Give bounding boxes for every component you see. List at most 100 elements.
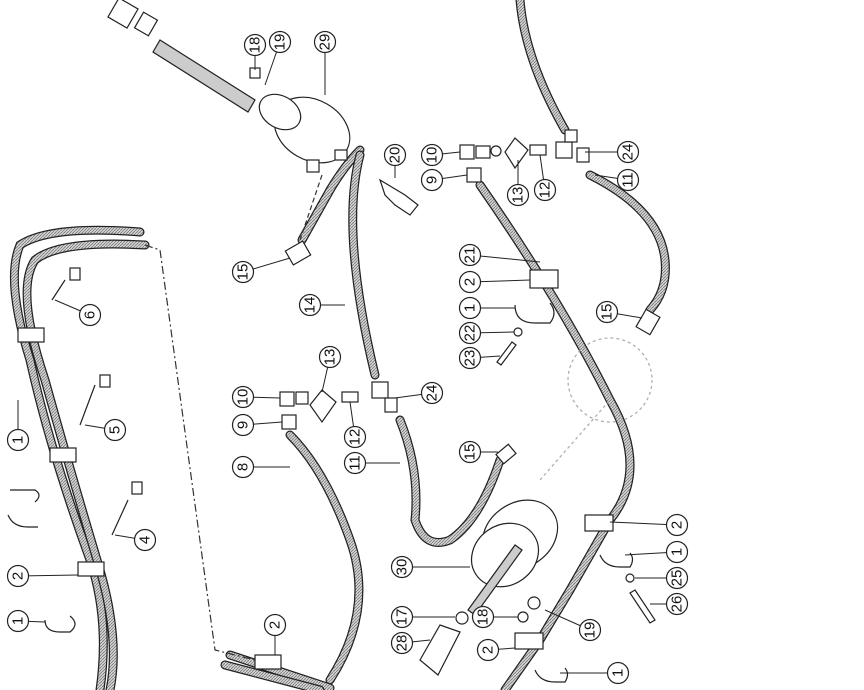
callout-number: 9 bbox=[424, 176, 441, 184]
callout-circle bbox=[665, 513, 689, 537]
callout-24: 24 bbox=[420, 381, 444, 405]
hose bbox=[23, 240, 149, 690]
callout-circle bbox=[665, 540, 689, 564]
callout-11: 11 bbox=[343, 451, 367, 475]
callout-number: 30 bbox=[394, 559, 411, 576]
callout-circle bbox=[231, 455, 255, 479]
callout-circle bbox=[390, 555, 414, 579]
actuator-30 bbox=[419, 499, 559, 676]
callout-number: 15 bbox=[462, 444, 479, 461]
callout-number: 4 bbox=[137, 536, 154, 544]
callout-circle bbox=[665, 566, 689, 590]
callout-number: 1 bbox=[669, 548, 686, 556]
callout-28: 28 bbox=[390, 631, 414, 655]
callout-circle bbox=[298, 293, 322, 317]
callout-11: 11 bbox=[616, 168, 640, 192]
callout-circle bbox=[390, 631, 414, 655]
callout-15: 15 bbox=[458, 440, 482, 464]
callout-1: 1 bbox=[6, 428, 30, 452]
callout-circle bbox=[343, 451, 367, 475]
callout-circle bbox=[263, 613, 287, 637]
callout-15: 15 bbox=[231, 260, 255, 284]
callout-circle bbox=[458, 270, 482, 294]
callout-number: 2 bbox=[267, 621, 284, 629]
callout-number: 13 bbox=[322, 349, 339, 366]
callout-number: 22 bbox=[462, 325, 479, 342]
callout-number: 18 bbox=[247, 37, 264, 54]
callout-number: 24 bbox=[424, 385, 441, 402]
callout-26: 26 bbox=[665, 592, 689, 616]
hose bbox=[286, 431, 363, 684]
leader-line bbox=[609, 521, 678, 526]
callout-18: 18 bbox=[471, 605, 495, 629]
callout-20: 20 bbox=[383, 143, 407, 167]
callout-circle bbox=[420, 168, 444, 192]
callout-25: 25 bbox=[665, 566, 689, 590]
ghost-part bbox=[567, 337, 653, 423]
callout-number: 19 bbox=[272, 34, 289, 51]
callout-circle bbox=[313, 30, 337, 54]
hose bbox=[11, 226, 144, 690]
callout-18: 18 bbox=[243, 33, 267, 57]
callout-circle bbox=[606, 661, 630, 685]
callout-circle bbox=[616, 168, 640, 192]
callout-circle bbox=[506, 183, 530, 207]
callout-12: 12 bbox=[533, 178, 557, 202]
callout-19: 19 bbox=[578, 618, 602, 642]
callout-10: 10 bbox=[420, 143, 444, 167]
callout-number: 5 bbox=[107, 426, 124, 434]
callout-circle bbox=[6, 609, 30, 633]
callout-circle bbox=[78, 303, 102, 327]
callout-30: 30 bbox=[390, 555, 414, 579]
callout-circle bbox=[231, 413, 255, 437]
callout-2: 2 bbox=[6, 564, 30, 588]
callout-circle bbox=[103, 418, 127, 442]
actuator-29 bbox=[107, 0, 351, 173]
callout-number: 2 bbox=[480, 646, 497, 654]
callout-circle bbox=[383, 143, 407, 167]
callout-circle bbox=[458, 346, 482, 370]
callout-13: 13 bbox=[506, 183, 530, 207]
callout-circle bbox=[6, 564, 30, 588]
callout-number: 13 bbox=[510, 187, 527, 204]
callout-circle bbox=[476, 638, 500, 662]
callout-number: 19 bbox=[582, 622, 599, 639]
callout-circle bbox=[458, 296, 482, 320]
callout-2: 2 bbox=[665, 513, 689, 537]
callout-circle bbox=[595, 300, 619, 324]
callout-4: 4 bbox=[133, 528, 157, 552]
callout-2: 2 bbox=[458, 270, 482, 294]
callout-circle bbox=[6, 428, 30, 452]
callout-13: 13 bbox=[318, 345, 342, 369]
callout-22: 22 bbox=[458, 321, 482, 345]
callout-circle bbox=[616, 140, 640, 164]
callout-6: 6 bbox=[78, 303, 102, 327]
callout-number: 25 bbox=[669, 570, 686, 587]
callout-15: 15 bbox=[595, 300, 619, 324]
callout-number: 10 bbox=[424, 147, 441, 164]
callout-number: 1 bbox=[10, 617, 27, 625]
hose bbox=[221, 661, 324, 690]
callout-number: 18 bbox=[475, 609, 492, 626]
callout-number: 10 bbox=[235, 389, 252, 406]
callout-circle bbox=[458, 243, 482, 267]
callout-circle bbox=[458, 321, 482, 345]
callout-circle bbox=[268, 30, 292, 54]
callout-19: 19 bbox=[268, 30, 292, 54]
callout-circle bbox=[231, 260, 255, 284]
callout-1: 1 bbox=[6, 609, 30, 633]
leader-line bbox=[469, 254, 541, 263]
callout-circle bbox=[471, 605, 495, 629]
callout-number: 1 bbox=[610, 669, 627, 677]
callout-number: 12 bbox=[347, 429, 364, 446]
callout-23: 23 bbox=[458, 346, 482, 370]
hose bbox=[476, 181, 634, 690]
callout-number: 20 bbox=[387, 147, 404, 164]
callout-circle bbox=[231, 385, 255, 409]
callout-circle bbox=[420, 381, 444, 405]
callout-10: 10 bbox=[231, 385, 255, 409]
hose bbox=[516, 0, 569, 134]
callout-29: 29 bbox=[313, 30, 337, 54]
upper-fittings bbox=[459, 129, 590, 183]
